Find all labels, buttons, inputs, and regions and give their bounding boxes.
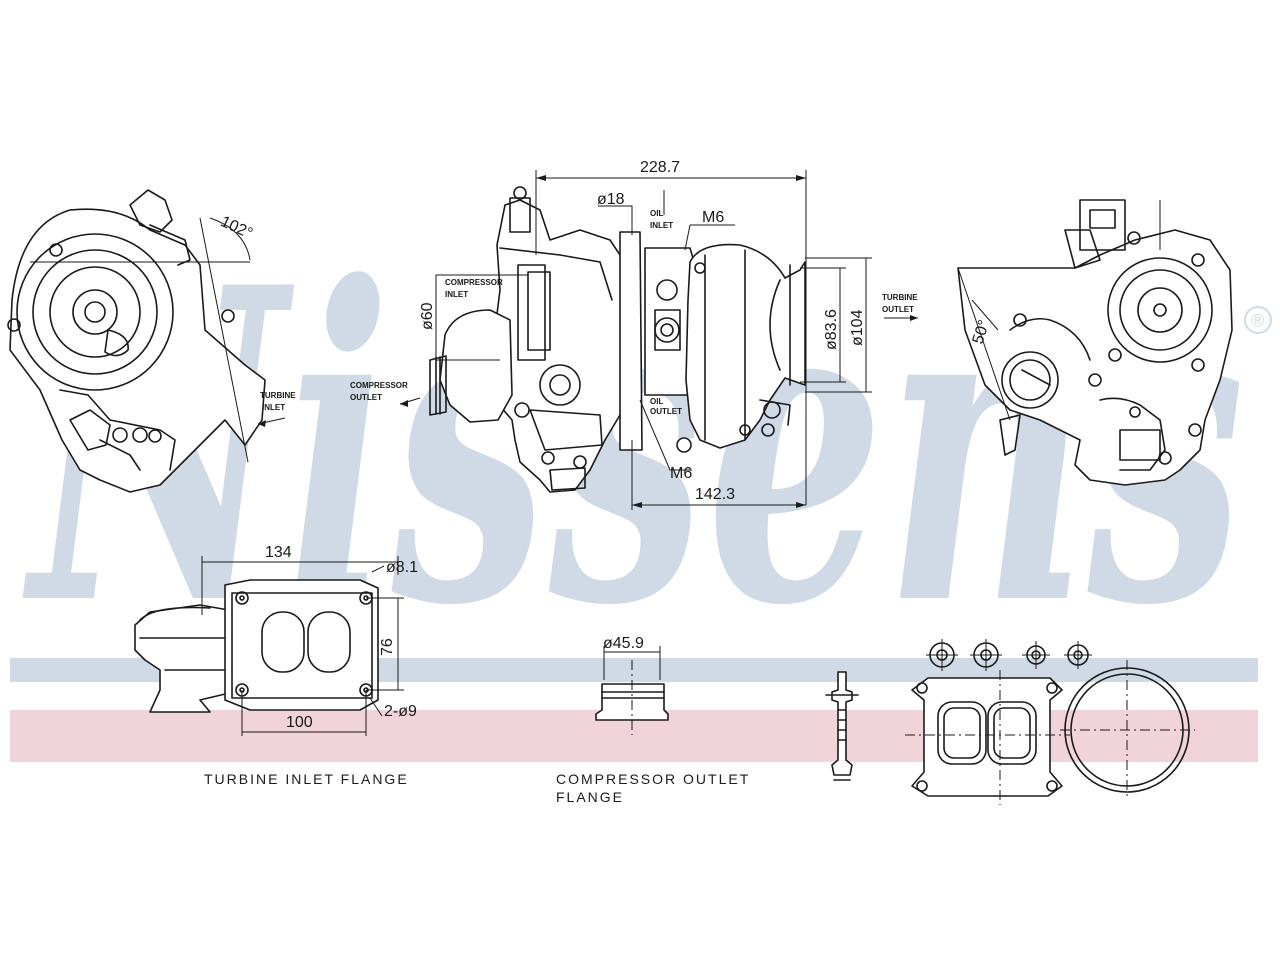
dim-thread-top: M6 — [702, 209, 724, 226]
caption-compressor-outlet-flange-line2: FLANGE — [556, 789, 624, 805]
callout-turbine-inlet-line2: INLET — [262, 403, 285, 412]
callout-compressor-inlet-line1: COMPRESSOR — [445, 278, 503, 287]
arrow-turbine-outlet — [910, 315, 918, 321]
dim-arrow — [796, 502, 806, 508]
dim-flange-holes: 2-ø9 — [384, 703, 417, 720]
dim-hole-top: ø18 — [597, 191, 625, 208]
callout-oil-outlet-line2: OUTLET — [650, 407, 682, 416]
compressor-outlet-flange-drawing: ø45.9 COMPRESSOR OUTLET FLANGE — [556, 635, 750, 805]
dim-arrow — [796, 175, 806, 181]
callout-oil-inlet-line2: INLET — [650, 221, 673, 230]
callout-compressor-inlet-line2: INLET — [445, 290, 468, 299]
callout-compressor-outlet-line1: COMPRESSOR — [350, 381, 408, 390]
center-view-turbocharger: 228.7 142.3 ø18 M6 OIL INLET OIL OUTLET … — [350, 159, 918, 510]
dim-arrow — [632, 502, 642, 508]
nut-row — [926, 639, 1092, 671]
caption-turbine-inlet-flange: TURBINE INLET FLANGE — [204, 771, 409, 787]
dim-flange-hole: ø8.1 — [386, 559, 418, 576]
right-view-turbocharger: 50° — [957, 199, 1233, 486]
arrow-turbine-inlet — [258, 420, 266, 427]
dim-overall-length: 228.7 — [640, 159, 680, 176]
dim-flange-bolt-spacing: 100 — [286, 714, 313, 731]
caption-compressor-outlet-flange-line1: COMPRESSOR OUTLET — [556, 771, 750, 787]
dim-thread-bottom: M6 — [670, 465, 692, 482]
callout-turbine-outlet-line1: TURBINE — [882, 293, 918, 302]
callout-compressor-outlet-line2: OUTLET — [350, 393, 382, 402]
registered-mark-circle — [1244, 306, 1272, 334]
arrow-compressor-outlet — [400, 400, 408, 407]
dim-flange-height: 76 — [379, 638, 396, 656]
callout-turbine-inlet-line1: TURBINE — [260, 391, 296, 400]
dim-body-length: 142.3 — [695, 486, 735, 503]
dim-flange-width: 134 — [265, 544, 292, 561]
angle-right-label: 50° — [970, 318, 994, 346]
turbine-inlet-flange-drawing: 134 ø8.1 76 100 2-ø9 TURBINE INLET FLANG… — [134, 544, 418, 787]
dim-compressor-flange-diameter: ø45.9 — [603, 635, 644, 652]
callout-turbine-outlet-line2: OUTLET — [882, 305, 914, 314]
callout-oil-outlet-line1: OIL — [650, 397, 663, 406]
dim-compressor-diameter: ø60 — [419, 302, 436, 330]
callout-oil-inlet-line1: OIL — [650, 209, 663, 218]
dim-turbine-outlet-inner: ø83.6 — [823, 309, 840, 350]
dim-arrow — [536, 175, 546, 181]
hardware-parts-drawing — [825, 639, 1195, 805]
dim-turbine-outlet-outer: ø104 — [849, 309, 866, 346]
registered-mark: ® — [1251, 311, 1264, 331]
